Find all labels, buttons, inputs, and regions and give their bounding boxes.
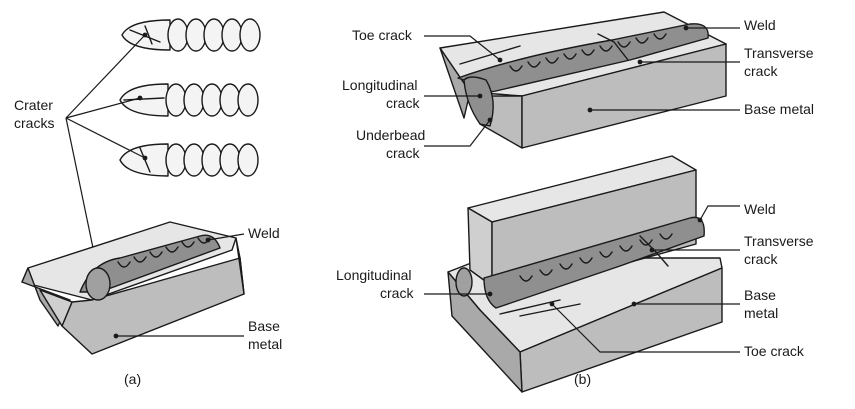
weld-leader-a <box>207 233 245 241</box>
underbead-crack-label-line1: Underbead <box>356 127 425 143</box>
caption-a: (a) <box>124 371 141 387</box>
crater-cracks-label-line1: Crater <box>14 97 53 113</box>
longitudinal-crack-label-b1-line2: crack <box>386 95 420 111</box>
transverse-crack-label-b1-line1: Transverse <box>744 45 814 61</box>
weld-label-b2: Weld <box>744 201 776 217</box>
base-metal-label-a-line1: Base <box>248 318 280 334</box>
butt-weld-block-b <box>439 11 727 149</box>
longitudinal-crack-label-b1-line1: Longitudinal <box>342 77 418 93</box>
toe-crack-label-b2: Toe crack <box>744 343 805 359</box>
longitudinal-crack-label-b2-line1: Longitudinal <box>336 267 412 283</box>
caption-b: (b) <box>574 371 591 387</box>
bead-with-crater-crack-top <box>121 18 261 52</box>
base-metal-label-b1: Base metal <box>744 101 814 117</box>
butt-weld-block-a <box>21 221 245 355</box>
panel-a: Crater cracks <box>14 18 282 387</box>
weld-label-b1: Weld <box>744 17 776 33</box>
panel-b-butt-weld: Toe crack Longitudinal crack Underbead c… <box>342 11 814 161</box>
bead-with-crater-crack-bottom <box>119 143 259 177</box>
transverse-crack-label-b2-line1: Transverse <box>744 233 814 249</box>
base-metal-label-a-line2: metal <box>248 336 282 352</box>
underbead-crack-label-line2: crack <box>386 145 420 161</box>
panel-b-fillet-weld: Weld Transverse crack Base metal Longitu… <box>336 155 814 393</box>
crater-cracks-label-line2: cracks <box>14 115 54 131</box>
weld-label-a: Weld <box>248 225 280 241</box>
transverse-crack-label-b1-line2: crack <box>744 63 778 79</box>
transverse-crack-label-b2-line2: crack <box>744 251 778 267</box>
bead-with-crater-crack-middle <box>119 83 259 117</box>
base-metal-label-b2-line2: metal <box>744 305 778 321</box>
toe-crack-label-b1: Toe crack <box>352 27 413 43</box>
base-metal-label-b2-line1: Base <box>744 287 776 303</box>
longitudinal-crack-label-b2-line2: crack <box>380 285 414 301</box>
tee-weld-block-b <box>447 155 723 393</box>
